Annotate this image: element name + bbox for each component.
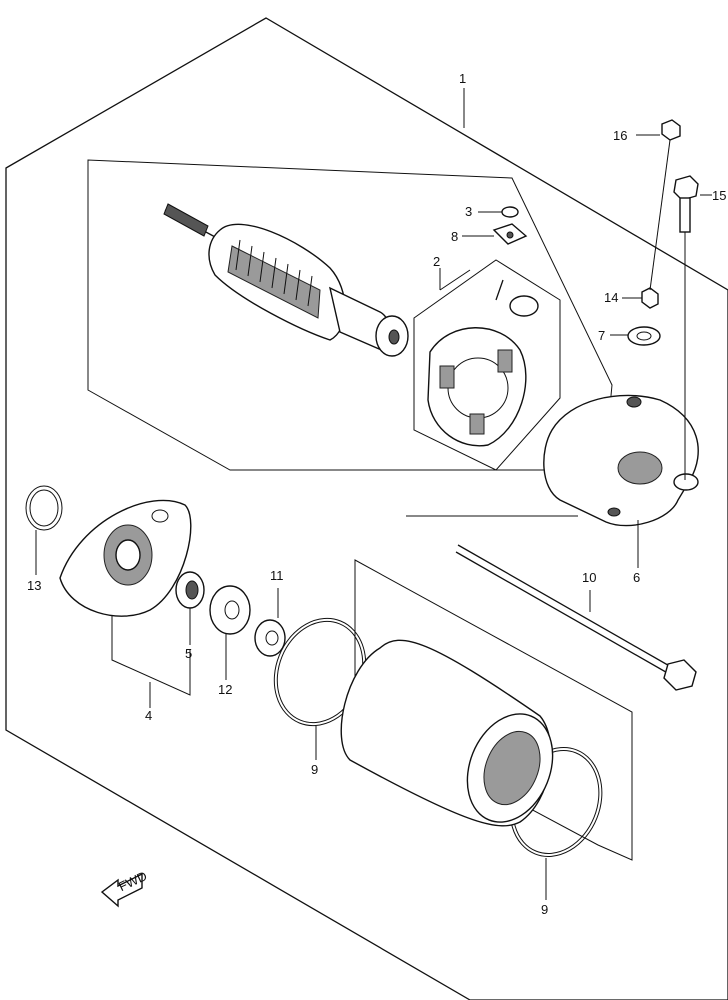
callout-15: 15 <box>712 188 726 203</box>
callout-2: 2 <box>433 254 440 269</box>
callout-8: 8 <box>451 229 458 244</box>
front-direction-arrow: FWD <box>100 868 149 908</box>
bolt-15 <box>673 175 699 233</box>
callout-5: 5 <box>185 646 192 661</box>
callout-14: 14 <box>604 290 618 305</box>
washer-3 <box>501 206 519 218</box>
plate-8-hole <box>506 231 514 239</box>
front-bracket <box>59 499 192 617</box>
brush-holder <box>413 259 561 471</box>
callout-16: 16 <box>613 128 627 143</box>
callout-13: 13 <box>27 578 41 593</box>
part4-bracket <box>111 612 191 696</box>
callouts: 1 2 3 4 5 6 7 8 9 9 10 11 12 13 14 15 16 <box>27 71 726 917</box>
callout-10: 10 <box>582 570 596 585</box>
o-ring-13 <box>25 485 63 531</box>
callout-6: 6 <box>633 570 640 585</box>
leader-lines <box>35 88 712 900</box>
nut-16 <box>661 119 681 141</box>
callout-11: 11 <box>270 568 284 583</box>
callout-1: 1 <box>459 71 466 86</box>
washer-12 <box>209 585 251 635</box>
washer-7 <box>627 326 661 346</box>
callout-4: 4 <box>145 708 152 723</box>
washer-11 <box>254 619 286 657</box>
callout-7: 7 <box>598 328 605 343</box>
nut-14 <box>641 287 659 309</box>
rear-bracket <box>543 394 699 527</box>
callout-12: 12 <box>218 682 232 697</box>
assembly-frame <box>5 17 728 1000</box>
armature <box>163 203 409 357</box>
yoke-housing <box>340 639 554 827</box>
callout-3: 3 <box>465 204 472 219</box>
callout-9-front: 9 <box>311 762 318 777</box>
through-bolt-10 <box>455 544 697 691</box>
callout-9-rear: 9 <box>541 902 548 917</box>
